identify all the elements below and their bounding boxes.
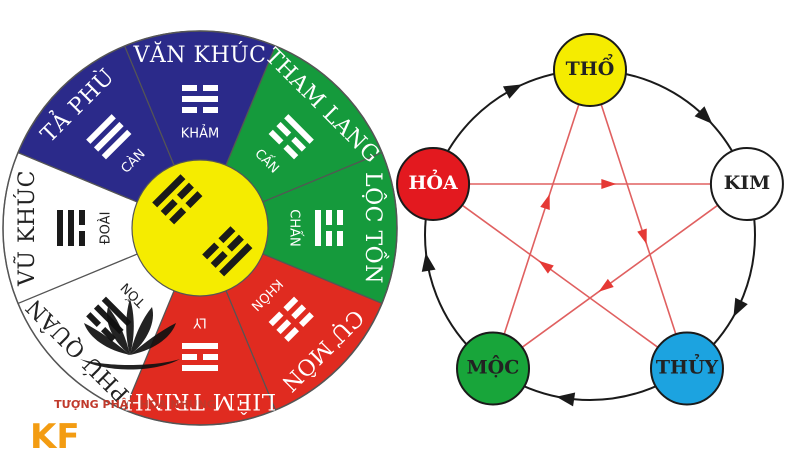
element-node-thuy: THỦY	[649, 331, 724, 406]
sector-name: LỘC TỒN	[360, 172, 390, 284]
trigram-label: CHẤN	[287, 209, 304, 246]
trigram-solid-line	[182, 343, 218, 349]
trigram-broken-line	[276, 121, 292, 137]
trigram-broken-line	[283, 144, 299, 160]
lotus-logo-icon	[80, 299, 180, 370]
trigram-broken-line	[79, 210, 85, 225]
trigram-solid-line	[284, 114, 314, 144]
cycle-arrowhead	[733, 297, 748, 318]
overcoming-line	[600, 103, 677, 335]
trigram-broken-line	[182, 107, 197, 113]
element-label: THỦY	[656, 352, 719, 378]
trigram-broken-line	[79, 231, 85, 246]
trigram-icon	[315, 210, 343, 246]
overcoming-line	[521, 204, 719, 348]
watermark: TƯỢNG PHẬT HÒA NHUNG KF	[30, 299, 216, 450]
trigram-icon	[268, 114, 314, 160]
center-trigram-icon	[202, 226, 253, 277]
trigram-solid-line	[182, 96, 218, 102]
trigram-solid-line	[101, 129, 132, 160]
center-trigram-icon	[152, 174, 203, 225]
trigram-broken-line	[101, 326, 116, 342]
trigram-broken-line	[283, 296, 299, 312]
cycle-arrowhead	[556, 392, 576, 407]
overcoming-arrowhead	[538, 260, 554, 274]
element-node-hoa: HỎA	[396, 147, 471, 222]
element-circle	[396, 147, 471, 222]
trigram-broken-line	[276, 319, 292, 335]
element-label: MỘC	[467, 354, 520, 378]
element-circle	[709, 147, 784, 222]
trigram-broken-line	[291, 136, 307, 152]
trigram-icon	[182, 85, 218, 113]
sector-name: LIÊM TRINH	[124, 388, 276, 415]
element-label: HỎA	[408, 168, 458, 194]
sector-name: VŨ KHÚC	[12, 170, 40, 287]
element-circle	[649, 331, 724, 406]
element-circle	[456, 331, 531, 406]
trigram-solid-line	[57, 210, 63, 246]
trigram-broken-line	[298, 312, 314, 327]
element-node-moc: MỘC	[456, 331, 531, 406]
trigram-solid-line	[101, 296, 132, 327]
trigram-broken-line	[326, 231, 332, 246]
trigram-label: ĐOÀI	[98, 212, 114, 245]
trigram-broken-line	[203, 354, 218, 360]
overcoming-arrowhead	[598, 278, 614, 292]
element-circle	[553, 33, 627, 107]
trigram-solid-line	[315, 210, 321, 246]
cycle-arrowhead	[421, 252, 436, 272]
trigram-label: LY	[193, 315, 207, 330]
trigram-broken-line	[182, 354, 197, 360]
trigram-broken-line	[337, 210, 343, 225]
wheel-outline	[2, 30, 398, 426]
trigram-broken-line	[203, 85, 218, 91]
trigram-solid-line	[68, 210, 74, 246]
five-elements-diagram: THỔ KIM THỦY MỘC HỎA	[396, 33, 784, 407]
overcoming-arrowhead	[637, 228, 647, 245]
sector-name: VĂN KHÚC	[132, 41, 266, 68]
trigram-broken-line	[291, 304, 307, 320]
trigram-broken-line	[337, 231, 343, 246]
trigram-solid-line	[93, 121, 124, 152]
element-node-kim: KIM	[709, 147, 784, 222]
trigram-icon	[86, 114, 132, 160]
overcoming-arrowhead	[601, 179, 617, 190]
trigram-broken-line	[326, 210, 332, 225]
trigram-broken-line	[203, 107, 218, 113]
element-label: THỔ	[566, 53, 615, 80]
trigram-broken-line	[268, 129, 284, 145]
trigram-broken-line	[268, 311, 284, 327]
trigram-broken-line	[284, 326, 299, 342]
overcoming-line	[503, 103, 580, 335]
cycle-arrowhead	[502, 84, 523, 99]
trigram-label: KHẢM	[181, 125, 219, 142]
cycle-arrowhead	[694, 106, 713, 124]
trigram-icon	[182, 343, 218, 371]
overcoming-arrowhead	[540, 194, 550, 210]
trigram-solid-line	[182, 365, 218, 371]
trigram-icon	[57, 210, 85, 246]
corner-logo: KF	[30, 417, 80, 450]
overcoming-line	[461, 204, 659, 348]
trigram-solid-line	[86, 114, 116, 144]
trigram-broken-line	[86, 312, 102, 327]
trigram-broken-line	[182, 85, 197, 91]
element-node-tho: THỔ	[553, 33, 627, 107]
brand-watermark-text: TƯỢNG PHẬT HÒA NHUNG	[54, 398, 216, 411]
trigram-icon	[268, 296, 314, 342]
center-disc	[131, 159, 269, 297]
element-label: KIM	[724, 172, 770, 194]
